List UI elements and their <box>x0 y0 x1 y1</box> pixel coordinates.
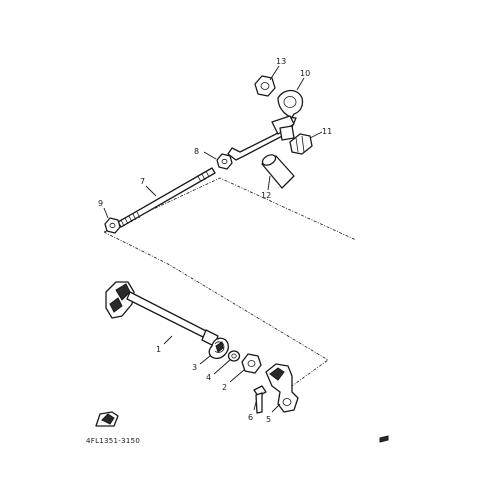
callout-8: 8 <box>194 147 199 156</box>
callout-labels: 1 2 3 4 5 6 7 8 9 10 11 12 13 <box>98 57 332 424</box>
part-7-shift-rod <box>117 167 216 228</box>
part-12-cover <box>261 154 295 191</box>
reference-bracket-icon <box>95 411 119 427</box>
part-6-bolt <box>253 385 267 414</box>
part-2-nut <box>229 353 262 383</box>
diagram-part-code: 4FL1351-3150 <box>86 437 140 445</box>
part-4-washer <box>213 350 241 375</box>
callout-3: 3 <box>192 363 197 372</box>
callout-4: 4 <box>206 373 211 382</box>
callout-7: 7 <box>140 177 145 186</box>
part-13-washer <box>254 65 280 97</box>
part-9-nut <box>103 207 121 234</box>
callout-11: 11 <box>322 127 332 136</box>
callout-2: 2 <box>222 383 227 392</box>
callout-10: 10 <box>300 69 310 78</box>
part-8-nut <box>203 151 233 170</box>
part-11-foot-rubber <box>289 131 323 155</box>
part-5-shift-lever <box>265 363 299 413</box>
part-1-shift-shaft <box>105 281 219 347</box>
callout-9: 9 <box>98 199 103 208</box>
callout-6: 6 <box>248 413 253 422</box>
callout-12: 12 <box>261 191 271 200</box>
callout-1: 1 <box>156 345 161 354</box>
callout-5: 5 <box>266 415 271 424</box>
part-10-shift-pedal <box>227 77 305 161</box>
callout-13: 13 <box>276 57 286 66</box>
corner-mark <box>379 435 389 443</box>
part-3-torsion-spring <box>199 337 229 365</box>
